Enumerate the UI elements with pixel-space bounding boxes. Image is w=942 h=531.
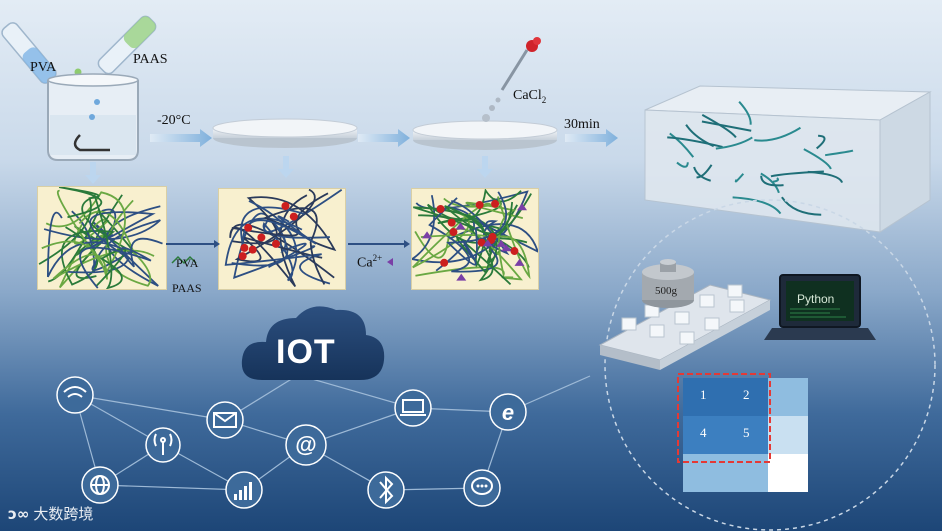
- beaker-icon: [48, 74, 138, 160]
- petri-dish-2: [413, 121, 557, 150]
- crosslink-node: [281, 202, 289, 210]
- grid-cell-1: 1: [700, 387, 707, 403]
- crosslink-node: [437, 205, 445, 213]
- panel-1-chains: [38, 187, 166, 289]
- calcium-ion: [456, 274, 466, 281]
- label-weight: 500g: [655, 285, 677, 297]
- crosslink-node: [239, 252, 247, 260]
- cacl-prefix: CaCl: [513, 88, 542, 103]
- pipette-icon: [482, 37, 541, 122]
- grid-cell-2: 2: [743, 387, 750, 403]
- label-cacl2: CaCl2: [513, 88, 546, 105]
- ion-symbol: Ca: [357, 256, 373, 271]
- ion-charge: 2+: [373, 253, 383, 263]
- crosslink-node: [257, 233, 265, 241]
- fiber-container: [645, 86, 930, 232]
- crosslink-node: [244, 224, 252, 232]
- label-time: 30min: [564, 117, 600, 133]
- panel-crosslinked-network: [411, 188, 539, 290]
- label-ca-ion: Ca2+: [357, 253, 382, 272]
- crosslink-node: [249, 246, 257, 254]
- label-pva: PVA: [30, 60, 56, 76]
- iot-label: IOT: [276, 333, 336, 372]
- label-temperature: -20°C: [157, 113, 191, 129]
- panel-polymer-mix: [37, 186, 167, 290]
- grid-cell-5: 5: [743, 425, 750, 441]
- cacl-subscript: 2: [542, 95, 547, 105]
- panel-3-chains: [412, 189, 538, 289]
- crosslink-node: [272, 240, 280, 248]
- network-lines: [75, 375, 590, 490]
- label-paas: PAAS: [133, 52, 168, 68]
- panel-2-chains: [219, 189, 345, 289]
- watermark: ↄ∞大数跨境: [8, 503, 93, 524]
- watermark-text: 大数跨境: [33, 505, 93, 523]
- sensor-board: [600, 259, 770, 370]
- label-python: Python: [797, 292, 834, 306]
- petri-dish-1: [213, 119, 357, 148]
- watermark-logo-icon: ↄ∞: [8, 505, 29, 523]
- weight-icon: [642, 259, 694, 308]
- crosslink-node: [440, 259, 448, 267]
- label-arrow-paas: PAAS: [172, 281, 202, 296]
- calcium-ion: [514, 259, 524, 266]
- crosslink-node: [476, 201, 484, 209]
- crosslink-node: [448, 219, 456, 227]
- grid-cell-4: 4: [700, 425, 707, 441]
- label-arrow-pva: PVA: [176, 256, 198, 271]
- crosslink-node: [510, 247, 518, 255]
- laptop-python-icon: [764, 275, 876, 340]
- panel-frozen-network: [218, 188, 346, 290]
- crosslink-node: [491, 200, 499, 208]
- crosslink-node: [240, 244, 248, 252]
- crosslink-node: [290, 213, 298, 221]
